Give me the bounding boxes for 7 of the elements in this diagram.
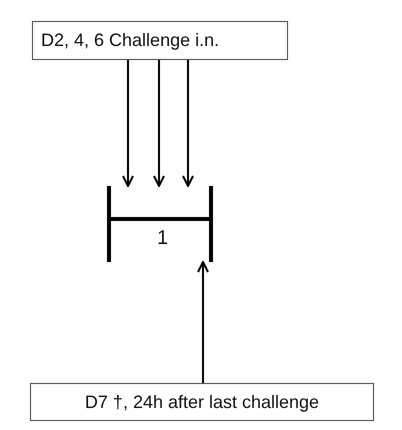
- text-box: D7 †, 24h after last challenge: [30, 383, 374, 421]
- text-box: D2, 4, 6 Challenge i.n.: [32, 21, 288, 60]
- arrow: [197, 261, 209, 383]
- arrow: [182, 60, 194, 187]
- arrow: [153, 60, 165, 187]
- arrow: [122, 60, 134, 187]
- period-number: 1: [157, 228, 168, 248]
